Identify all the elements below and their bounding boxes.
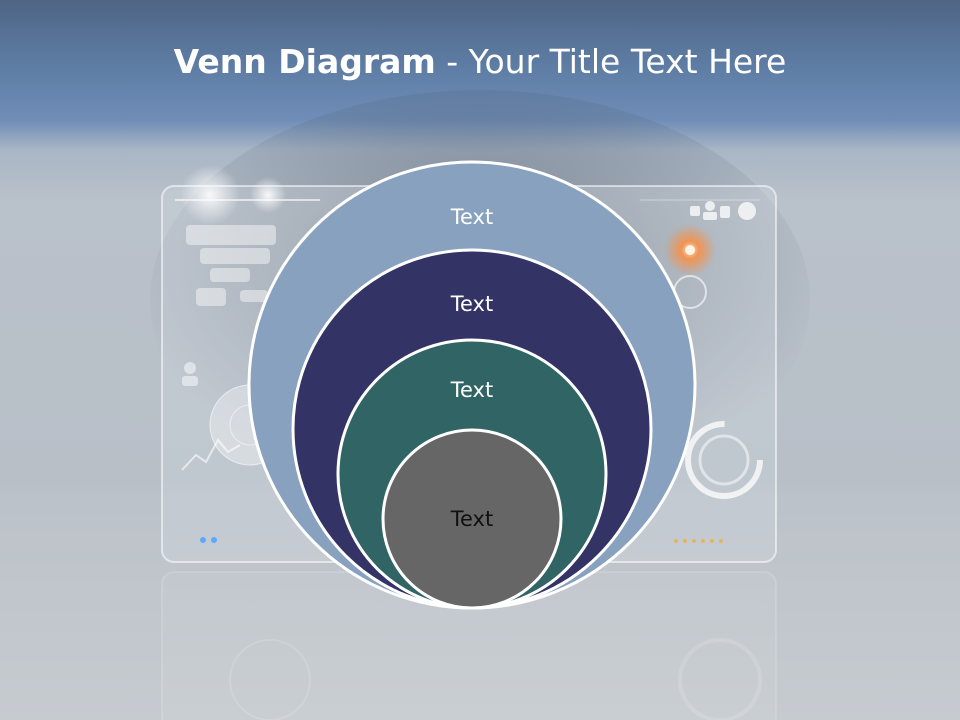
ring-label-second: Text (450, 292, 494, 316)
title-rest-part: - Your Title Text Here (435, 42, 787, 81)
title-bold-part: Venn Diagram (173, 42, 436, 81)
slide-title: Venn Diagram - Your Title Text Here (0, 36, 960, 88)
ring-label-outer: Text (450, 205, 494, 229)
ring-label-inner: Text (450, 507, 494, 531)
ring-label-third: Text (450, 378, 494, 402)
ring-inner (381, 428, 563, 610)
